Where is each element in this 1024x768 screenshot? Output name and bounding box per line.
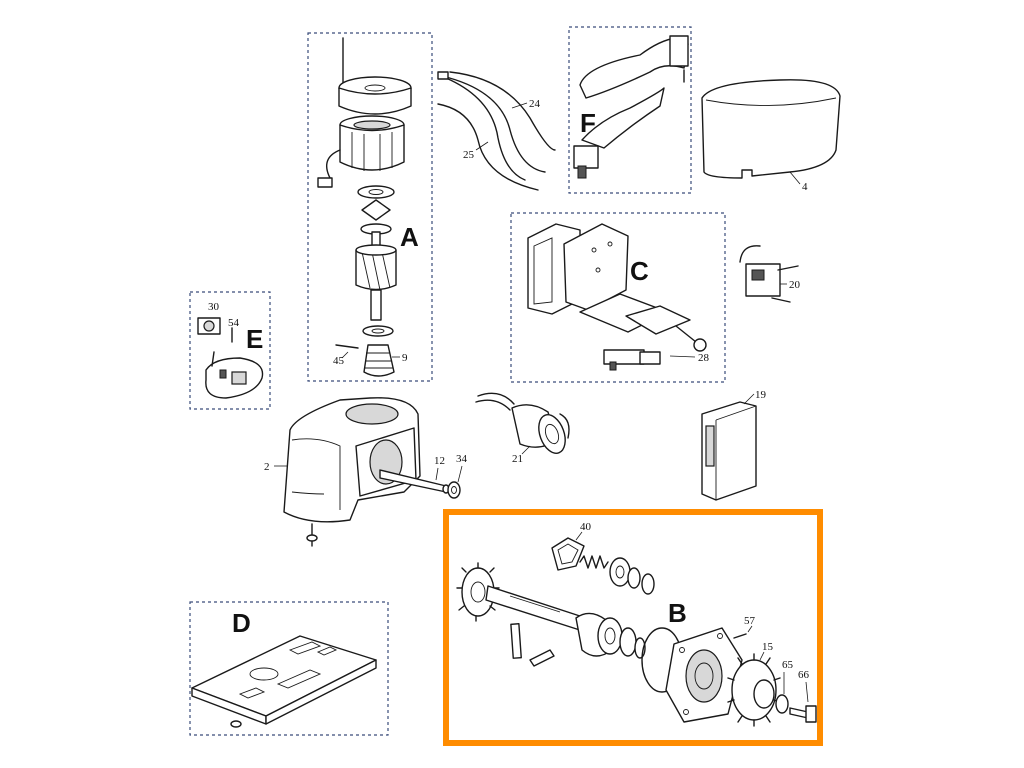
bearing-b1-icon — [609, 557, 631, 587]
group-a-motor: A 45 9 — [307, 32, 433, 382]
rotor-shaft-icon — [355, 231, 397, 321]
group-b-highlight-box — [443, 509, 823, 746]
pin-icon — [510, 623, 522, 659]
group-e-lock: E 30 54 — [189, 291, 271, 410]
mounting-bracket-icon — [563, 223, 707, 352]
part-21-label: 21 — [512, 453, 523, 465]
part-40-label: 40 — [580, 521, 592, 533]
limit-switch-icon — [603, 349, 661, 371]
worm-screw-icon — [363, 344, 395, 377]
output-gear-icon — [727, 653, 781, 727]
part-54-label: 54 — [228, 317, 240, 329]
capacitor-icon: 21 — [475, 392, 570, 465]
group-a-label: A — [400, 222, 419, 252]
group-d-box — [189, 601, 389, 736]
gasket-40-icon — [551, 537, 585, 571]
bearing-icon — [357, 185, 395, 199]
washer-icon — [361, 199, 391, 221]
group-b-label: B — [668, 598, 687, 628]
capacitor-bracket-icon: 20 — [739, 245, 801, 303]
base-plate-icon — [191, 635, 377, 728]
bolt-66-icon — [789, 705, 817, 723]
washer-65-icon — [775, 694, 789, 714]
group-f-release-lever: F — [568, 26, 692, 194]
group-c-bracket: C 28 — [510, 212, 726, 383]
motor-stator-icon — [317, 115, 405, 188]
part-2-label: 2 — [264, 461, 270, 473]
spring-icon — [579, 555, 609, 569]
cover-icon: 4 — [701, 79, 841, 193]
group-f-label: F — [580, 108, 596, 138]
gear-shaft-icon — [485, 585, 587, 633]
part-34-label: 34 — [456, 453, 468, 465]
part-30-label: 30 — [208, 301, 220, 313]
flange-housing-icon — [665, 627, 743, 723]
group-f-box — [568, 26, 692, 194]
group-d-base-plate: D — [189, 601, 389, 736]
part-65-label: 65 — [782, 659, 794, 671]
part-45-label: 45 — [333, 355, 345, 367]
part-20-label: 20 — [789, 279, 801, 291]
group-e-label: E — [246, 324, 263, 354]
washer-34-icon: 34 — [447, 453, 468, 499]
drive-gear-icon — [456, 562, 500, 622]
part-19-label: 19 — [755, 389, 767, 401]
part-9-label: 9 — [402, 352, 408, 364]
part-15-label: 15 — [762, 641, 774, 653]
part-28-label: 28 — [698, 352, 710, 364]
group-c-label: C — [630, 256, 649, 286]
group-e-box — [189, 291, 271, 410]
coupling-icon — [575, 612, 623, 657]
group-d-label: D — [232, 608, 251, 638]
part-57-label: 57 — [744, 615, 756, 627]
part-12-label: 12 — [434, 455, 445, 467]
part-24-label: 24 — [529, 98, 541, 110]
pin-2-icon — [529, 649, 555, 667]
part-66-label: 66 — [798, 669, 810, 681]
lock-plate-icon — [205, 357, 264, 399]
gearbox-housing-icon: 2 — [264, 397, 421, 547]
release-lever-icon — [573, 35, 689, 179]
motor-top-flange-icon — [338, 76, 412, 115]
group-b-gear-assembly: 40 B — [443, 509, 823, 746]
group-a-box — [307, 32, 433, 382]
output-shaft-icon: 12 — [379, 455, 450, 494]
lock-cylinder-icon — [197, 317, 221, 335]
part-4-label: 4 — [802, 181, 808, 193]
control-board-icon: 19 — [701, 389, 767, 501]
wiring-harness-icon: 24 25 — [437, 71, 556, 191]
part-25-label: 25 — [463, 149, 475, 161]
